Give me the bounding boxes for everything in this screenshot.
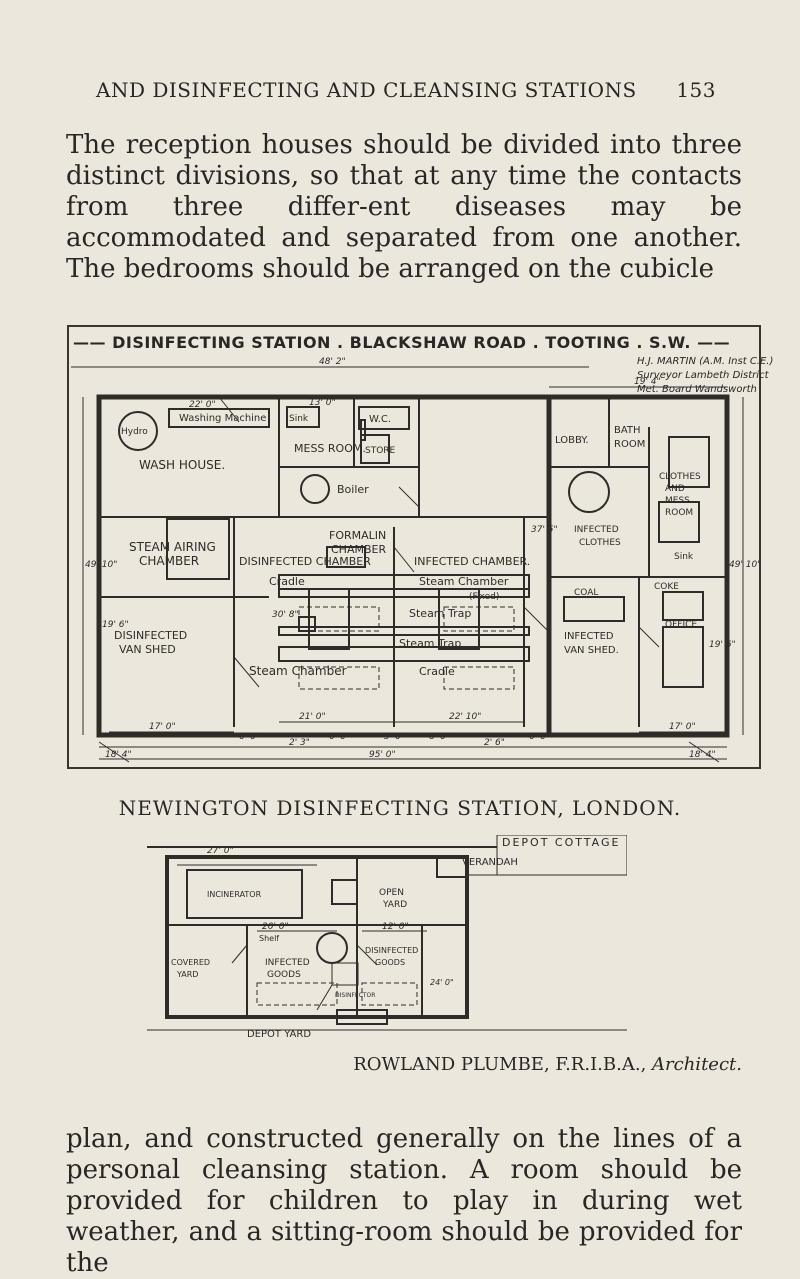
- page-number: 153: [676, 78, 716, 102]
- figure-caption: NEWINGTON DISINFECTING STATION, LONDON.: [118, 796, 682, 820]
- label-infected-van-1: INFECTED: [564, 631, 614, 642]
- label-steam-chamber: Steam Chamber: [419, 575, 509, 588]
- label-chamber: CHAMBER: [139, 554, 199, 568]
- label-room: ROOM: [614, 439, 645, 450]
- label-sink2: Sink: [674, 552, 694, 562]
- dim-seg-g: 6' 6": [529, 732, 550, 742]
- label-shelf: Shelf: [259, 934, 279, 943]
- label-steam-trap: Steam Trap: [409, 607, 471, 620]
- label-sink: Sink: [289, 414, 309, 424]
- label-clothes: CLOTHES: [659, 472, 701, 482]
- label-covered-yard-1: COVERED: [171, 958, 210, 967]
- dim-seg-f: 2' 6": [484, 738, 505, 748]
- architect-name: ROWLAND PLUMBE, F.R.I.B.A.,: [353, 1054, 647, 1075]
- label-hydro: Hydro: [121, 427, 148, 437]
- label-and: AND: [665, 484, 685, 494]
- dim-left-side: 19' 6": [102, 620, 129, 630]
- label-store: STORE: [365, 446, 396, 456]
- label-infected-clothes-2: CLOTHES: [579, 538, 621, 548]
- label-disinfected-goods-2: GOODS: [375, 958, 405, 967]
- dim-vert-mid-2: 37' 5": [531, 525, 558, 535]
- label-coal: COAL: [574, 588, 598, 598]
- label-infected-goods-2: GOODS: [267, 970, 301, 980]
- label-bath: BATH: [614, 425, 641, 436]
- dim-side: 24' 0": [430, 978, 454, 987]
- architect-credit: ROWLAND PLUMBE, F.R.I.B.A., Architect.: [353, 1054, 742, 1075]
- label-coke: COKE: [654, 582, 679, 592]
- dim-overall-top: 48' 2": [319, 357, 346, 367]
- label-open-yard-1: OPEN: [379, 888, 404, 898]
- label-disinfected-van-2: VAN SHED: [119, 643, 176, 656]
- label-washing-machine: Washing Machine: [179, 413, 266, 424]
- dim-overall-bottom: 95' 0": [369, 750, 396, 760]
- label-cradle: Cradle: [269, 575, 305, 588]
- dim-20: 20' 0": [262, 922, 289, 932]
- label-room2: ROOM: [665, 508, 693, 518]
- label-formalin-chamber: CHAMBER: [331, 543, 386, 556]
- plan-author: H.J. MARTIN (A.M. Inst C.E.) Surveyor La…: [637, 356, 774, 395]
- dim-seg-c: 6' 6": [329, 732, 350, 742]
- label-infected-clothes-1: INFECTED: [574, 525, 619, 535]
- label-wash-house: WASH HOUSE.: [139, 458, 225, 472]
- dim-seg-a: 6' 6": [239, 732, 260, 742]
- label-fixed: (Fixed): [469, 592, 499, 602]
- running-header: AND DISINFECTING AND CLEANSING STATIONS …: [96, 78, 716, 102]
- dim-bottom-right: 17' 0": [669, 722, 696, 732]
- label-disinfected-goods-1: DISINFECTED: [365, 946, 418, 955]
- label-disinfected-van-1: DISINFECTED: [114, 629, 187, 642]
- label-infected-chamber: INFECTED CHAMBER.: [414, 555, 530, 568]
- plan-title: —— DISINFECTING STATION . BLACKSHAW ROAD…: [73, 333, 731, 352]
- floor-plan-newington: VERANDAH INCINERATOR OPEN YARD Shelf COV…: [147, 835, 627, 1040]
- dim-seg-d: 3' 6": [384, 732, 405, 742]
- label-mess: MESS: [665, 496, 690, 506]
- dim-mid-left: 21' 0": [299, 712, 326, 722]
- label-cradle-2: Cradle: [419, 665, 455, 678]
- floor-plan-blackshaw-road: —— DISINFECTING STATION . BLACKSHAW ROAD…: [67, 325, 774, 769]
- dim-corner-left: 18' 4": [105, 750, 132, 760]
- dim-seg-e: 8' 6": [429, 732, 450, 742]
- running-title: AND DISINFECTING AND CLEANSING STATIONS: [96, 78, 637, 102]
- dim-seg-b: 2' 3": [289, 738, 310, 748]
- dim-right-run: 19' 4": [634, 377, 661, 387]
- label-covered-yard-2: YARD: [176, 970, 198, 979]
- label-boiler: Boiler: [337, 483, 369, 496]
- label-disinfector: DISINFECTOR: [335, 992, 375, 999]
- label-wc: W.C.: [369, 414, 391, 425]
- label-steam-airing: STEAM AIRING: [129, 540, 216, 554]
- label-depot-yard: DEPOT YARD: [247, 1029, 311, 1040]
- dim-vert-mid: 30' 8": [272, 610, 299, 620]
- label-infected-goods-1: INFECTED: [265, 958, 310, 968]
- label-lobby: LOBBY.: [555, 435, 589, 446]
- paragraph-top: The reception houses should be divided i…: [66, 130, 742, 284]
- dim-height-right: 49' 10": [729, 560, 759, 570]
- label-verandah: VERANDAH: [462, 857, 518, 868]
- label-steam-chamber-2: Steam Chamber: [249, 664, 347, 678]
- label-formalin: FORMALIN: [329, 529, 386, 542]
- dim-corner-right: 18' 4": [689, 750, 716, 760]
- label-office: OFFICE: [665, 620, 697, 630]
- dim-12: 12' 0": [382, 922, 409, 932]
- label-mess-room: MESS ROOM.: [294, 442, 366, 455]
- dim-mid-right: 22' 10": [449, 712, 481, 722]
- dim-left-run: 22' 0": [189, 400, 216, 410]
- label-disinfected-chamber: DISINFECTED CHAMBER: [239, 555, 371, 568]
- label-infected-van-2: VAN SHED.: [564, 645, 619, 656]
- label-open-yard-2: YARD: [382, 900, 407, 910]
- label-steam-trap-2: Steam Trap: [399, 637, 461, 650]
- dim-bottom-left: 17' 0": [149, 722, 176, 732]
- label-incinerator: INCINERATOR: [207, 890, 262, 899]
- label-depot-cottage: DEPOT COTTAGE: [502, 836, 621, 849]
- dim-height-left: 49' 10": [85, 560, 117, 570]
- dim-27: 27' 0": [207, 846, 234, 856]
- paragraph-bottom: plan, and constructed generally on the l…: [66, 1124, 742, 1278]
- architect-role: Architect.: [652, 1054, 742, 1075]
- dim-mess-run: 13' 0": [309, 398, 336, 408]
- dim-right-side: 19' 6": [709, 640, 736, 650]
- plan-1-drawing: Washing Machine Hydro WASH HOUSE. Sink W…: [71, 357, 759, 763]
